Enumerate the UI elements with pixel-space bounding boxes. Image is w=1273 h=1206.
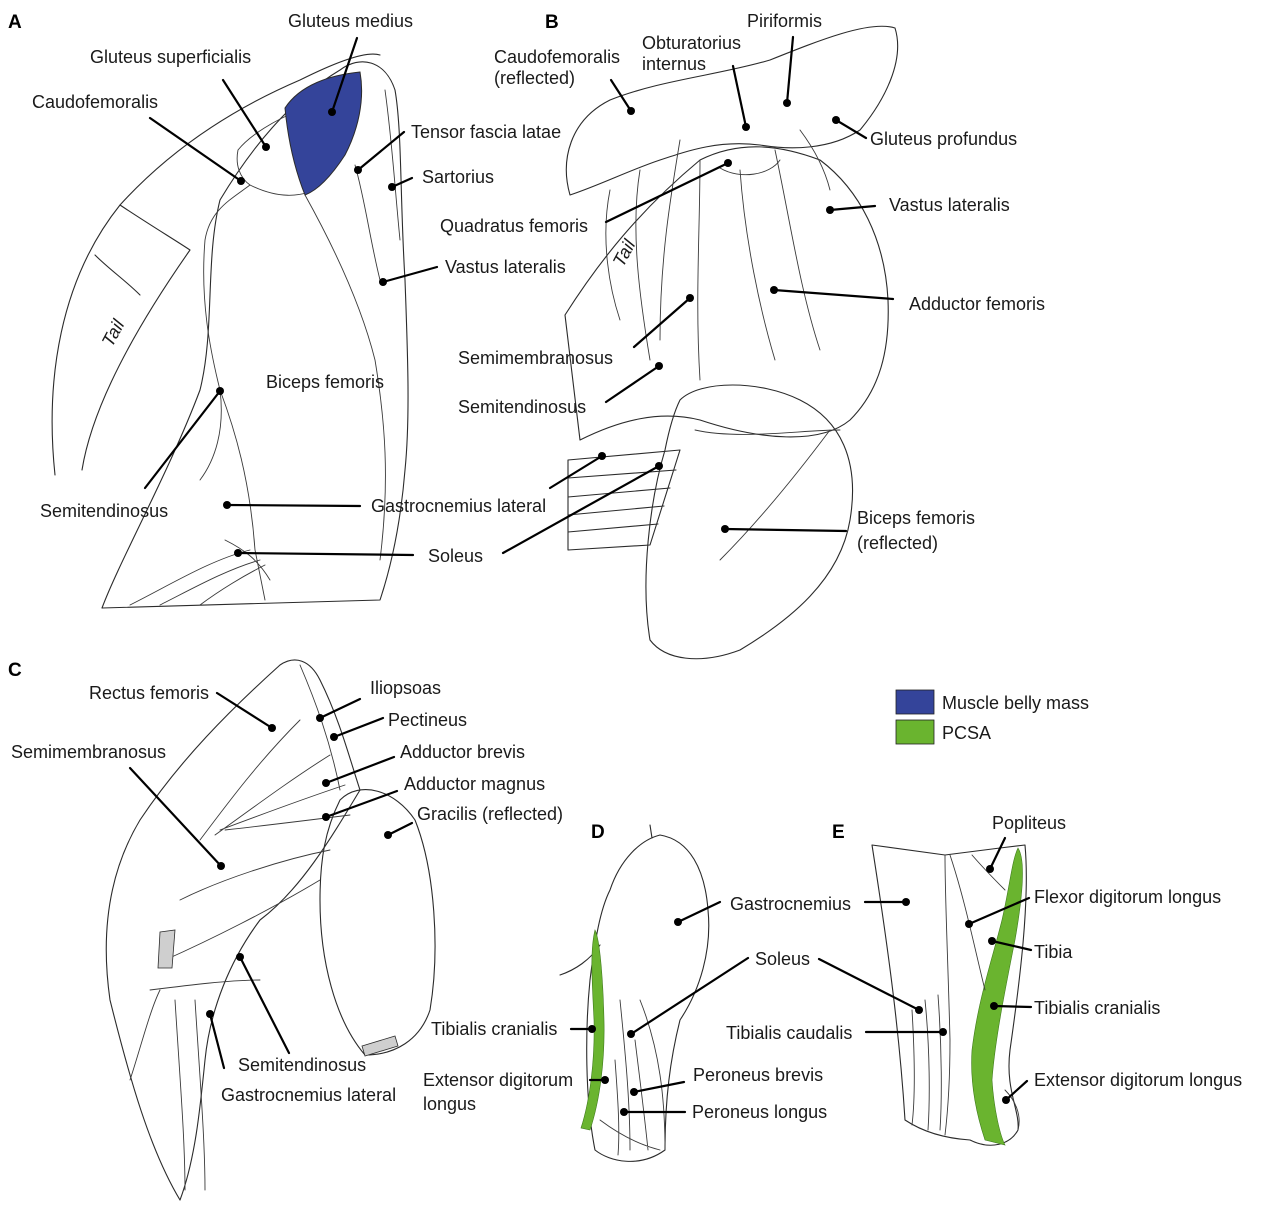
panel-b-lower-strips xyxy=(568,450,680,550)
panel-c-grey-patch-1 xyxy=(158,930,175,968)
label-obturatorius: Obturatorius xyxy=(642,33,741,53)
label-adductor-brevis: Adductor brevis xyxy=(400,742,525,762)
panel-a-letter: A xyxy=(8,12,22,33)
panel-a-limb-outline xyxy=(102,62,408,608)
label-tail-a: Tail xyxy=(98,315,129,349)
label-rectus-femoris: Rectus femoris xyxy=(89,683,209,703)
label-tibialis-caudalis: Tibialis caudalis xyxy=(726,1023,852,1043)
label-gluteus-medius: Gluteus medius xyxy=(288,11,413,31)
label-vastus-lateralis: Vastus lateralis xyxy=(445,257,566,277)
panel-e: E Popliteus Flexor digitorum longus Tibi… xyxy=(726,813,1242,1145)
label-biceps-femoris-b-reflected: (reflected) xyxy=(857,533,938,553)
gluteus-medius-shape xyxy=(285,72,362,195)
legend-label-pcsa: PCSA xyxy=(942,723,991,743)
panel-e-letter: E xyxy=(832,822,845,843)
label-gracilis: Gracilis (reflected) xyxy=(417,804,563,824)
label-tensor-fascia-latae: Tensor fascia latae xyxy=(411,122,561,142)
label-tibia: Tibia xyxy=(1034,942,1073,962)
label-extensor-digitorum-longus-e: Extensor digitorum longus xyxy=(1034,1070,1242,1090)
panel-b: B Piriformis Caudofemoralis (reflected) … xyxy=(440,11,1045,659)
legend-swatch-muscle-belly-mass xyxy=(896,690,934,714)
panel-c: C Rectus femoris Iliopsoas Pectineus Sem… xyxy=(8,660,563,1200)
label-peroneus-longus: Peroneus longus xyxy=(692,1102,827,1122)
label-semimembranosus-c: Semimembranosus xyxy=(11,742,166,762)
label-semitendinosus: Semitendinosus xyxy=(40,501,168,521)
label-piriformis: Piriformis xyxy=(747,11,822,31)
legend: Muscle belly mass PCSA xyxy=(896,690,1089,744)
label-caudofemoralis-b: Caudofemoralis xyxy=(494,47,620,67)
label-extensor-digitorum-longus-d: longus xyxy=(423,1094,476,1114)
panel-b-biceps-outline xyxy=(646,385,853,659)
label-tibialis-cranialis-d: Tibialis cranialis xyxy=(431,1019,557,1039)
label-gastrocnemius-d: Gastrocnemius xyxy=(730,894,851,914)
panel-c-limb-outline xyxy=(106,660,360,1200)
label-semitendinosus-b: Semitendinosus xyxy=(458,397,586,417)
label-biceps-femoris-b: Biceps femoris xyxy=(857,508,975,528)
panel-c-gracilis-outline xyxy=(320,790,435,1055)
legend-label-muscle-belly-mass: Muscle belly mass xyxy=(942,693,1089,713)
label-pectineus: Pectineus xyxy=(388,710,467,730)
label-semitendinosus-c: Semitendinosus xyxy=(238,1055,366,1075)
label-semimembranosus-b: Semimembranosus xyxy=(458,348,613,368)
panel-c-grey-patch-2 xyxy=(362,1036,398,1056)
label-soleus: Soleus xyxy=(428,546,483,566)
label-peroneus-brevis: Peroneus brevis xyxy=(693,1065,823,1085)
label-adductor-magnus: Adductor magnus xyxy=(404,774,545,794)
label-gastrocnemius-lateral: Gastrocnemius lateral xyxy=(371,496,546,516)
label-biceps-femoris: Biceps femoris xyxy=(266,372,384,392)
label-sartorius: Sartorius xyxy=(422,167,494,187)
label-tibialis-cranialis-e: Tibialis cranialis xyxy=(1034,998,1160,1018)
panel-b-muscle-lines xyxy=(606,130,840,560)
panel-e-pcsa-strip xyxy=(972,848,1023,1145)
label-gluteus-superficialis: Gluteus superficialis xyxy=(90,47,251,67)
panel-d-muscle-lines xyxy=(600,1000,665,1155)
legend-swatch-pcsa xyxy=(896,720,934,744)
panel-d-letter: D xyxy=(591,822,605,843)
label-caudofemoralis: Caudofemoralis xyxy=(32,92,158,112)
label-extensor-digitorum-d: Extensor digitorum xyxy=(423,1070,573,1090)
label-gastrocnemius-lateral-c: Gastrocnemius lateral xyxy=(221,1085,396,1105)
panel-a-tail-inner xyxy=(82,205,190,470)
label-popliteus: Popliteus xyxy=(992,813,1066,833)
panel-b-letter: B xyxy=(545,12,559,33)
label-tail-b: Tail xyxy=(609,235,640,269)
panel-c-letter: C xyxy=(8,660,22,681)
panel-a: A Gluteus medius Gluteus superficialis C… xyxy=(8,11,566,608)
label-vastus-lateralis-b: Vastus lateralis xyxy=(889,195,1010,215)
label-obturatorius-internus: internus xyxy=(642,54,706,74)
label-iliopsoas: Iliopsoas xyxy=(370,678,441,698)
label-quadratus-femoris: Quadratus femoris xyxy=(440,216,588,236)
label-adductor-femoris: Adductor femoris xyxy=(909,294,1045,314)
panel-d: D Gastrocnemius Soleus Tibialis craniali… xyxy=(423,822,851,1161)
label-gluteus-profundus: Gluteus profundus xyxy=(870,129,1017,149)
label-flexor-digitorum-longus: Flexor digitorum longus xyxy=(1034,887,1221,907)
label-soleus-d: Soleus xyxy=(755,949,810,969)
label-caudofemoralis-b-reflected: (reflected) xyxy=(494,68,575,88)
